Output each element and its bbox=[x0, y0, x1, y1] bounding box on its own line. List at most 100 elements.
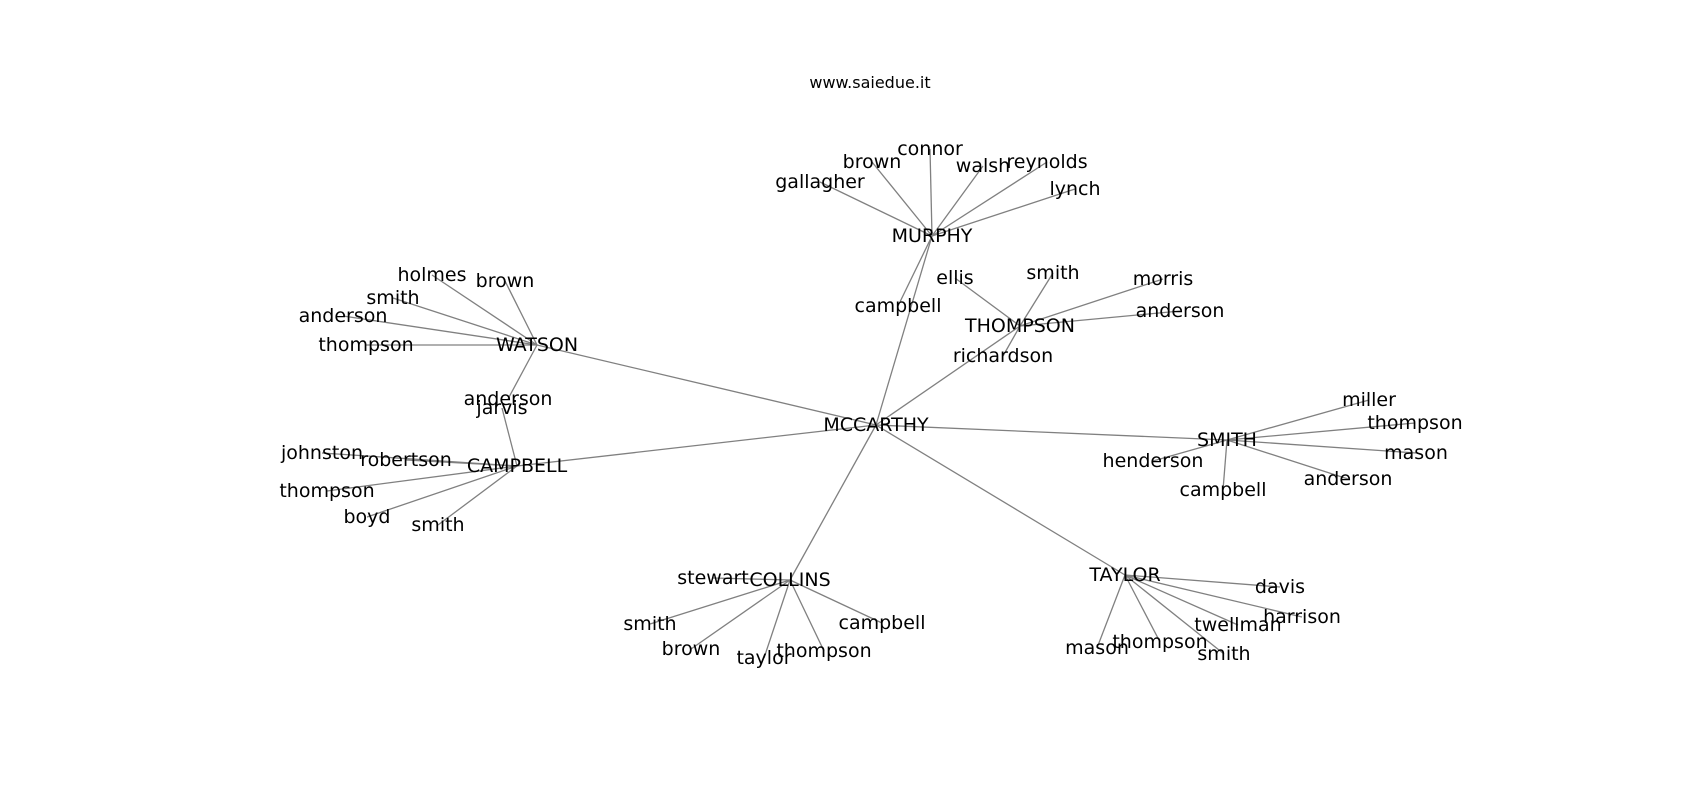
node-leaf-campbell-jarvis: jarvis bbox=[475, 397, 527, 419]
edge-taylor-mason bbox=[1096, 574, 1126, 649]
node-leaf-collins-smith: smith bbox=[623, 613, 676, 635]
graph-edges bbox=[321, 148, 1417, 659]
edge-smith-thompson bbox=[1226, 422, 1416, 441]
node-leaf-watson-holmes: holmes bbox=[397, 264, 466, 286]
node-leaf-collins-brown: brown bbox=[662, 638, 721, 660]
edge-smith-mason bbox=[1226, 439, 1417, 454]
node-leaf-murphy-walsh: walsh bbox=[956, 155, 1010, 177]
node-leaf-watson-anderson: anderson bbox=[299, 305, 388, 327]
node-cluster-collins: COLLINS bbox=[749, 569, 830, 591]
edge-watson-smith bbox=[392, 297, 538, 346]
edge-taylor-harrison bbox=[1124, 574, 1303, 618]
edge-thompson-morris bbox=[1019, 278, 1164, 327]
node-leaf-watson-anderson: anderson bbox=[464, 388, 553, 410]
edge-watson-brown bbox=[504, 280, 538, 346]
site-label: www.saiedue.it bbox=[809, 73, 930, 92]
node-leaf-campbell-robertson: robertson bbox=[360, 449, 452, 471]
node-leaf-watson-thompson: thompson bbox=[318, 334, 413, 356]
node-cluster-campbell: CAMPBELL bbox=[467, 455, 568, 477]
edge-murphy-reynolds bbox=[931, 161, 1048, 237]
edge-campbell-boyd bbox=[366, 465, 518, 518]
edge-root-murphy bbox=[875, 235, 933, 426]
node-leaf-taylor-smith: smith bbox=[1197, 643, 1250, 665]
edge-murphy-connor bbox=[929, 148, 933, 237]
node-cluster-smith: SMITH bbox=[1197, 429, 1257, 451]
edge-watson-anderson bbox=[342, 315, 538, 346]
edge-root-taylor bbox=[875, 424, 1126, 576]
edge-murphy-gallagher bbox=[819, 181, 933, 237]
node-leaf-campbell-smith: smith bbox=[411, 514, 464, 536]
edge-collins-brown bbox=[690, 579, 791, 650]
node-leaf-watson-smith: smith bbox=[366, 287, 419, 309]
node-leaf-murphy-lynch: lynch bbox=[1049, 178, 1100, 200]
node-cluster-taylor: TAYLOR bbox=[1088, 564, 1160, 586]
node-leaf-watson-brown: brown bbox=[476, 270, 535, 292]
edge-collins-smith bbox=[649, 579, 791, 625]
node-cluster-murphy: MURPHY bbox=[892, 225, 973, 247]
edge-root-campbell bbox=[516, 424, 877, 467]
node-leaf-smith-henderson: henderson bbox=[1103, 450, 1204, 472]
node-leaf-smith-miller: miller bbox=[1342, 389, 1396, 411]
edge-collins-stewart bbox=[712, 577, 791, 581]
node-leaf-thompson-richardson: richardson bbox=[953, 345, 1053, 367]
node-leaf-taylor-twellman: twellman bbox=[1194, 614, 1281, 636]
edge-taylor-twellman bbox=[1124, 574, 1239, 626]
node-leaf-thompson-anderson: anderson bbox=[1136, 300, 1225, 322]
edge-root-collins bbox=[789, 424, 877, 581]
node-cluster-watson: WATSON bbox=[496, 334, 578, 356]
edge-taylor-davis bbox=[1124, 574, 1281, 588]
node-leaf-collins-thompson: thompson bbox=[776, 640, 871, 662]
edge-thompson-richardson bbox=[1002, 325, 1021, 357]
node-leaf-taylor-davis: davis bbox=[1255, 576, 1305, 598]
edge-murphy-campbell bbox=[897, 235, 933, 307]
edge-root-thompson bbox=[875, 325, 1021, 426]
node-leaf-murphy-campbell: campbell bbox=[855, 295, 942, 317]
edge-smith-anderson bbox=[1226, 439, 1349, 480]
edge-campbell-thompson bbox=[326, 465, 518, 492]
edge-watson-anderson bbox=[507, 344, 538, 400]
edge-murphy-lynch bbox=[931, 188, 1076, 237]
node-leaf-thompson-smith: smith bbox=[1026, 262, 1079, 284]
node-cluster-thompson: THOMPSON bbox=[964, 315, 1075, 337]
edge-root-watson bbox=[536, 344, 877, 426]
edge-campbell-jarvis bbox=[501, 407, 518, 467]
edge-murphy-brown bbox=[871, 161, 933, 237]
node-leaf-murphy-connor: connor bbox=[897, 138, 963, 160]
edge-campbell-robertson bbox=[405, 459, 518, 467]
node-leaf-campbell-johnston: johnston bbox=[280, 442, 363, 464]
node-leaf-campbell-thompson: thompson bbox=[279, 480, 374, 502]
edge-collins-taylor bbox=[763, 579, 791, 659]
node-leaf-collins-stewart: stewart bbox=[677, 567, 748, 589]
node-leaf-campbell-boyd: boyd bbox=[344, 506, 391, 528]
node-leaf-collins-campbell: campbell bbox=[839, 612, 926, 634]
node-leaf-smith-mason: mason bbox=[1384, 442, 1448, 464]
node-leaf-murphy-gallagher: gallagher bbox=[775, 171, 865, 193]
edge-collins-campbell bbox=[789, 579, 883, 624]
edge-smith-campbell bbox=[1222, 439, 1228, 491]
edge-watson-holmes bbox=[431, 274, 538, 346]
node-root: MCCARTHY bbox=[823, 414, 929, 436]
node-leaf-thompson-morris: morris bbox=[1133, 268, 1194, 290]
node-leaf-smith-campbell: campbell bbox=[1180, 479, 1267, 501]
node-leaf-smith-anderson: anderson bbox=[1304, 468, 1393, 490]
edge-thompson-anderson bbox=[1019, 310, 1181, 327]
graph-labels: MCCARTHYMURPHYgallagherbrownconnorwalshr… bbox=[279, 138, 1462, 669]
edge-taylor-smith bbox=[1124, 574, 1225, 655]
edge-taylor-thompson bbox=[1124, 574, 1161, 643]
edge-thompson-ellis bbox=[954, 277, 1021, 327]
node-leaf-murphy-brown: brown bbox=[843, 151, 902, 173]
node-leaf-thompson-ellis: ellis bbox=[936, 267, 973, 289]
edge-thompson-smith bbox=[1019, 272, 1054, 327]
node-leaf-collins-taylor: taylor bbox=[736, 647, 791, 669]
node-leaf-murphy-reynolds: reynolds bbox=[1006, 151, 1087, 173]
edge-collins-thompson bbox=[789, 579, 825, 652]
edge-smith-henderson bbox=[1152, 439, 1228, 462]
node-leaf-smith-thompson: thompson bbox=[1367, 412, 1462, 434]
edge-root-smith bbox=[875, 424, 1228, 441]
node-leaf-taylor-thompson: thompson bbox=[1112, 631, 1207, 653]
edge-smith-miller bbox=[1226, 399, 1370, 441]
node-leaf-taylor-harrison: harrison bbox=[1263, 606, 1341, 628]
edge-campbell-smith bbox=[437, 465, 518, 526]
edge-murphy-walsh bbox=[931, 165, 984, 237]
